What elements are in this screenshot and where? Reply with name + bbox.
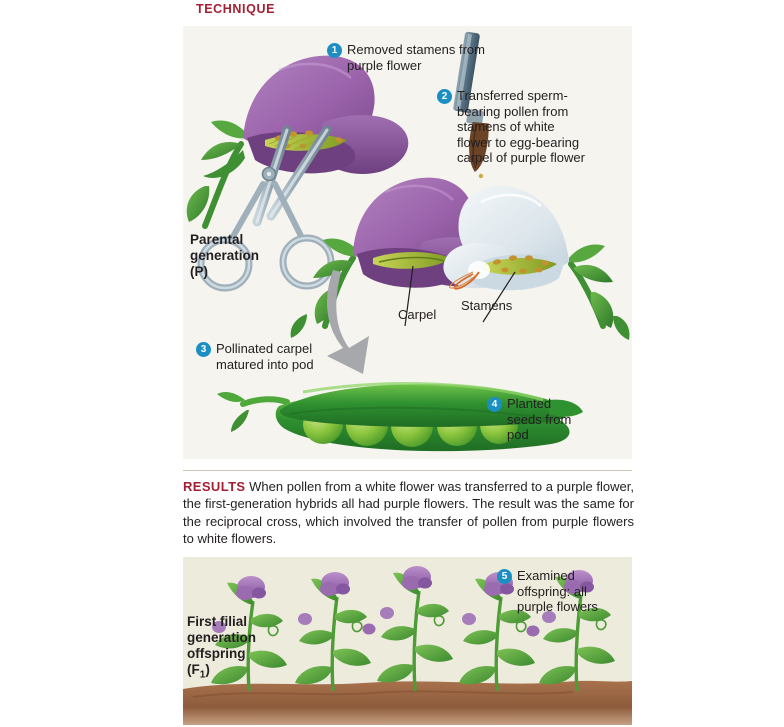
pollen-transfer-arrow bbox=[449, 271, 480, 290]
scissors-icon bbox=[197, 125, 335, 292]
purple-flower bbox=[236, 576, 266, 600]
step-text: Examined offspring: all purple flowers bbox=[517, 568, 598, 614]
white-flower bbox=[443, 185, 630, 340]
step-number-badge: 3 bbox=[196, 342, 211, 357]
down-arrow-icon bbox=[327, 270, 369, 374]
f1-paren-close: ) bbox=[205, 662, 210, 677]
step-text: Transferred sperm-bearing pollen from st… bbox=[457, 88, 585, 165]
pea-plant bbox=[459, 572, 540, 692]
f1-generation-label: First filial generation offspring (F1) bbox=[187, 614, 256, 684]
purple-flower bbox=[320, 572, 350, 596]
pea-plant bbox=[377, 566, 453, 692]
stamens-label: Stamens bbox=[461, 298, 513, 313]
pea-plant bbox=[211, 576, 287, 692]
step-text: Pollinated carpel matured into pod bbox=[216, 341, 314, 372]
paintbrush-icon bbox=[453, 31, 489, 179]
callout-step-4: 4 Planted seeds from pod bbox=[487, 396, 587, 443]
f1-paren-open: (F bbox=[187, 662, 200, 677]
parental-line-1: Parental bbox=[190, 232, 244, 247]
purple-flower bbox=[402, 566, 432, 590]
f1-line-2: generation bbox=[187, 630, 257, 645]
results-block: RESULTS When pollen from a white flower … bbox=[183, 478, 634, 548]
purple-flower bbox=[564, 570, 594, 594]
callout-step-1: 1 Removed stamens from purple flower bbox=[327, 42, 497, 73]
parental-generation-label: Parental generation (P) bbox=[190, 232, 259, 280]
step-text: Removed stamens from purple flower bbox=[347, 42, 485, 73]
f1-line-1: First filial bbox=[187, 614, 248, 629]
pea-plant bbox=[295, 572, 376, 692]
step-number-badge: 5 bbox=[497, 569, 512, 584]
callout-step-3: 3 Pollinated carpel matured into pod bbox=[196, 341, 361, 372]
f1-line-3: offspring bbox=[187, 646, 246, 661]
step-text: Planted seeds from pod bbox=[507, 396, 572, 442]
callout-step-2: 2 Transferred sperm-bearing pollen from … bbox=[437, 88, 587, 166]
pea-plant bbox=[539, 570, 615, 692]
carpel-label: Carpel bbox=[398, 307, 437, 322]
technique-panel: 1 Removed stamens from purple flower 2 T… bbox=[183, 26, 632, 459]
parental-line-2: generation bbox=[190, 248, 260, 263]
f1-results-panel: First filial generation offspring (F1) 5… bbox=[183, 557, 632, 725]
f1-line-4: (F1) bbox=[187, 662, 256, 684]
step-number-badge: 2 bbox=[437, 89, 452, 104]
parental-line-3: (P) bbox=[190, 264, 208, 279]
results-heading: RESULTS bbox=[183, 479, 246, 494]
step-number-badge: 4 bbox=[487, 397, 502, 412]
f1-subscript: 1 bbox=[199, 669, 206, 681]
results-text: When pollen from a white flower was tran… bbox=[183, 479, 634, 547]
results-divider bbox=[183, 470, 632, 471]
f1-plants-illustration bbox=[183, 566, 632, 725]
technique-heading: TECHNIQUE bbox=[196, 2, 276, 16]
callout-step-5: 5 Examined offspring: all purple flowers bbox=[497, 568, 607, 615]
step-number-badge: 1 bbox=[327, 43, 342, 58]
